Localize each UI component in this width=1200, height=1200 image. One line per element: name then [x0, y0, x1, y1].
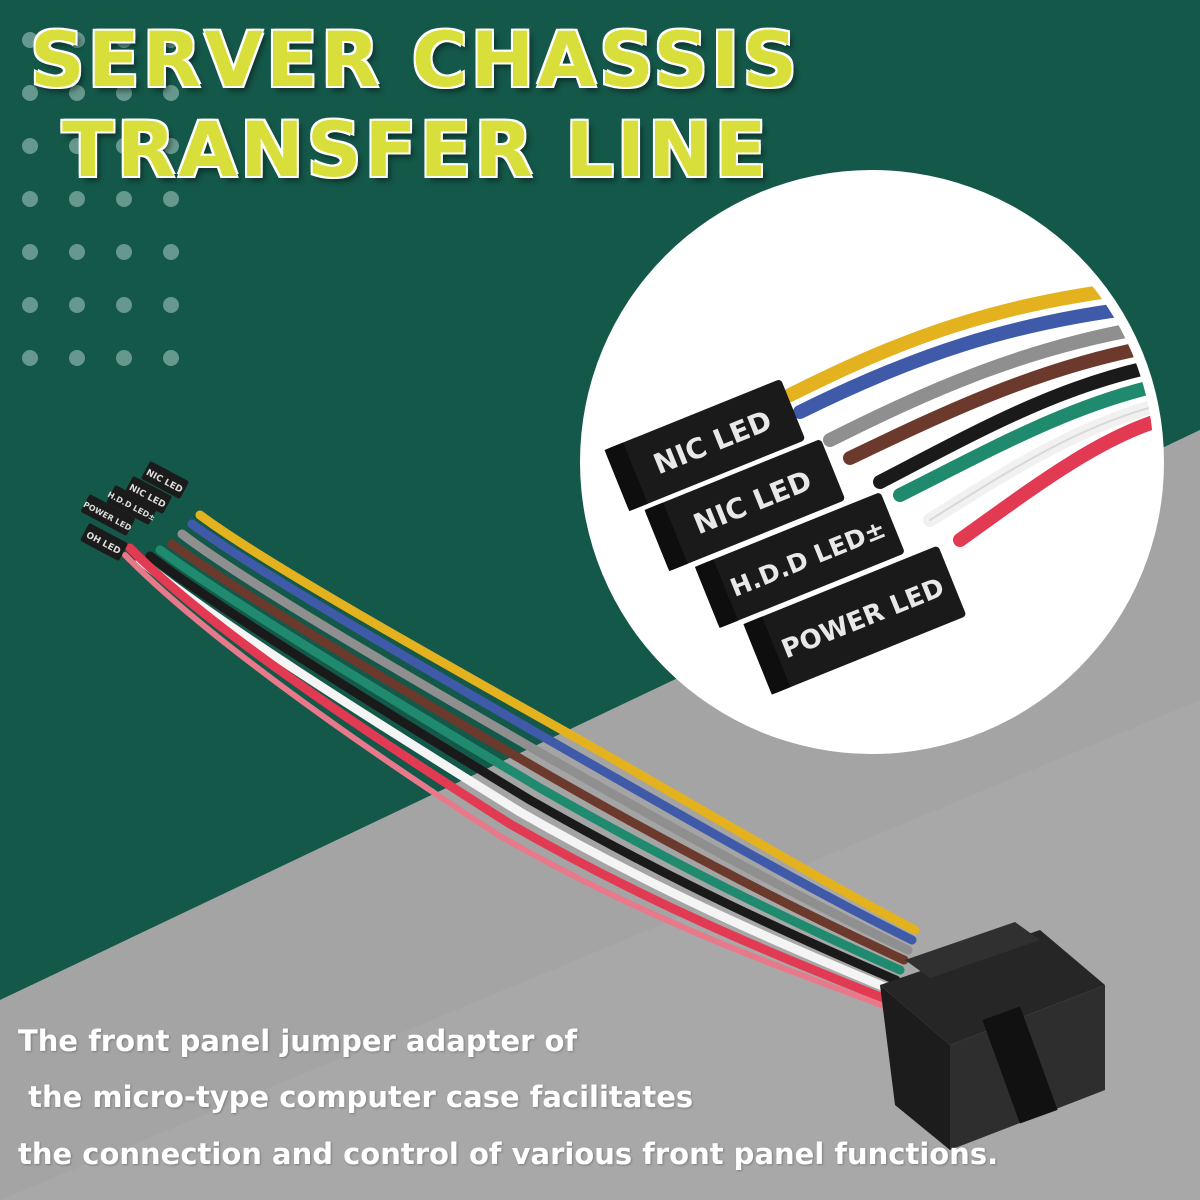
- decorative-dot: [69, 350, 85, 366]
- decorative-dot: [163, 32, 179, 48]
- decorative-dot: [116, 297, 132, 313]
- wire-yellow: [195, 510, 920, 935]
- decorative-dot: [163, 350, 179, 366]
- header-connector: [880, 922, 1105, 1150]
- wire-red: [125, 543, 893, 1005]
- decorative-dot: [22, 191, 38, 207]
- zoom-wire-green: [893, 378, 1154, 502]
- decorative-dot: [69, 85, 85, 101]
- decorative-dot: [22, 32, 38, 48]
- title-line-2: TRANSFER LINE: [62, 105, 770, 194]
- wire-brown: [167, 539, 909, 965]
- decorative-dot: [116, 32, 132, 48]
- wire-pink: [122, 552, 887, 1009]
- zoom-detail: NIC LED NIC LED H.D.D LED± POWER LED: [590, 180, 1154, 744]
- wire-green: [155, 545, 905, 975]
- decorative-dot: [22, 297, 38, 313]
- small-connector-nic-2: [124, 476, 172, 514]
- small-connector-power: [81, 494, 135, 536]
- zoom-wire-brown: [843, 338, 1154, 465]
- decorative-dot: [116, 85, 132, 101]
- small-connector-oh: [80, 523, 128, 561]
- wire-gray: [177, 529, 913, 955]
- decorative-dot: [69, 244, 85, 260]
- decorative-dot: [116, 191, 132, 207]
- zoom-wire-black: [873, 358, 1154, 489]
- decorative-dot: [22, 85, 38, 101]
- decorative-dot-grid: [22, 32, 179, 366]
- decorative-dot: [69, 297, 85, 313]
- zoom-wire-white-outline: [929, 404, 1154, 521]
- wire-bundle: [122, 510, 920, 1009]
- decorative-dot: [69, 191, 85, 207]
- caption-line-3: the connection and control of various fr…: [18, 1137, 999, 1171]
- zoom-wire-blue: [793, 298, 1154, 419]
- decorative-dot: [163, 191, 179, 207]
- wire-blue: [187, 519, 917, 945]
- decorative-dot: [22, 350, 38, 366]
- header-connector-slot: [982, 1006, 1058, 1124]
- decorative-dot: [69, 138, 85, 154]
- decorative-dot: [116, 350, 132, 366]
- decorative-dot: [69, 32, 85, 48]
- zoom-wire-gray: [823, 318, 1154, 447]
- header-connector-top: [905, 922, 1040, 978]
- small-connector-nic-1: [141, 461, 189, 499]
- small-connector-group: NIC LED NIC LED H.D.D LED± POWER LED OH …: [80, 461, 189, 561]
- zoom-wire-red: [953, 413, 1154, 547]
- decorative-dot: [163, 244, 179, 260]
- decorative-dot: [22, 244, 38, 260]
- caption-line-1: The front panel jumper adapter of: [18, 1024, 578, 1058]
- wire-white: [135, 555, 897, 995]
- decorative-dot: [116, 244, 132, 260]
- wire-black: [145, 551, 901, 985]
- small-connector-hdd: [106, 485, 158, 525]
- header-connector-front: [880, 985, 950, 1150]
- caption-line-2: the micro-type computer case facilitates: [18, 1080, 694, 1114]
- decorative-dot: [116, 138, 132, 154]
- decorative-dot: [163, 297, 179, 313]
- title-line-1: SERVER CHASSIS: [30, 15, 801, 104]
- header-connector-back: [880, 930, 1105, 1045]
- decorative-dot: [163, 85, 179, 101]
- decorative-dot: [163, 138, 179, 154]
- decorative-dot: [22, 138, 38, 154]
